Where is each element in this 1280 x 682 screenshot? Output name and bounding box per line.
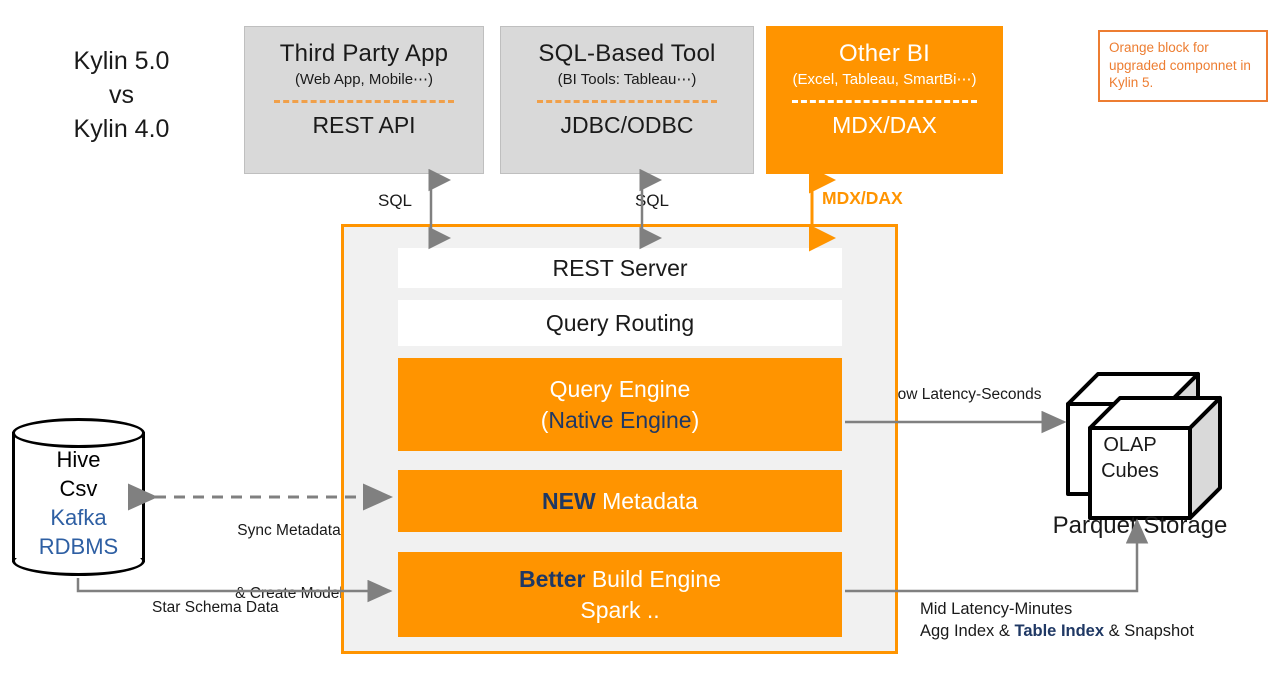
build-engine-line-1: Better Build Engine (519, 564, 721, 595)
source-csv: Csv (59, 476, 98, 501)
client-api-label: REST API (312, 112, 416, 138)
layer-query-routing[interactable]: Query Routing (398, 300, 842, 346)
legend-note: Orange block for upgraded componnet in K… (1098, 30, 1268, 102)
client-api-label: JDBC/ODBC (560, 112, 694, 138)
client-box-third-party-app[interactable]: Third Party App (Web App, Mobile⋯) REST … (244, 26, 484, 174)
build-engine-highlight: Better (518, 565, 586, 592)
edge-label-low-latency: Low Latency-Seconds (889, 386, 1042, 403)
data-source-cylinder[interactable]: Hive Csv Kafka RDBMS (12, 418, 145, 576)
metadata-label: Metadata (595, 487, 698, 514)
source-hive: Hive (56, 447, 101, 472)
cylinder-body (12, 432, 145, 562)
parquet-storage-cubes[interactable] (1050, 366, 1240, 536)
edge-label-sql-left: SQL (378, 191, 413, 210)
source-rdbms: RDBMS (38, 534, 119, 559)
divider (274, 100, 454, 103)
layer-query-engine[interactable]: Query Engine (Native Engine) (398, 358, 842, 451)
client-subtitle: (BI Tools: Tableau⋯) (557, 71, 697, 88)
paren-open: ( (540, 406, 549, 433)
page-title: Kylin 5.0 vs Kylin 4.0 (14, 44, 229, 146)
parquet-storage-caption: Parquet Storage (1052, 512, 1228, 539)
cube-line-1: OLAP (1103, 434, 1157, 456)
native-engine-highlight: Native Engine (548, 406, 692, 433)
edge-label-mid-latency: Mid Latency-Minutes Agg Index & Table In… (920, 598, 1194, 642)
client-subtitle: (Excel, Tableau, SmartBi⋯) (792, 71, 977, 88)
cube-icon (1066, 372, 1222, 520)
source-kafka: Kafka (50, 505, 107, 530)
layer-build-engine[interactable]: Better Build Engine Spark .. (398, 552, 842, 637)
cylinder-top (12, 418, 145, 448)
query-engine-line-1: Query Engine (549, 375, 691, 402)
build-engine-line-2: Spark .. (580, 596, 660, 623)
edge-label-star-schema: Star Schema Data (152, 599, 279, 616)
client-title: SQL-Based Tool (538, 40, 716, 67)
client-title: Third Party App (279, 40, 449, 67)
divider (537, 100, 717, 103)
edge-label-sql-middle: SQL (635, 191, 670, 210)
cube-line-2: Cubes (1101, 460, 1159, 482)
build-engine-label: Build Engine (585, 565, 721, 592)
layer-metadata[interactable]: NEW Metadata (398, 470, 842, 532)
paren-close: ) (691, 406, 700, 433)
client-box-sql-based-tool[interactable]: SQL-Based Tool (BI Tools: Tableau⋯) JDBC… (500, 26, 754, 174)
divider (792, 100, 977, 103)
mid-latency-prefix: Agg Index & (920, 622, 1015, 640)
client-title: Other BI (839, 40, 930, 67)
metadata-highlight: NEW (542, 487, 596, 514)
client-subtitle: (Web App, Mobile⋯) (294, 71, 434, 88)
title-line-1: Kylin 5.0 (73, 47, 170, 75)
data-source-labels: Hive Csv Kafka RDBMS (12, 445, 145, 561)
edge-label-mdx-dax: MDX/DAX (822, 188, 903, 208)
client-box-other-bi[interactable]: Other BI (Excel, Tableau, SmartBi⋯) MDX/… (766, 26, 1003, 174)
title-line-3: Kylin 4.0 (73, 115, 170, 143)
title-line-2: vs (109, 81, 134, 109)
mid-latency-line-2: Agg Index & Table Index & Snapshot (920, 620, 1194, 642)
sync-metadata-line-1: Sync Metadata (237, 522, 341, 539)
mid-latency-table-index: Table Index (1014, 622, 1105, 640)
layer-rest-server[interactable]: REST Server (398, 248, 842, 288)
mid-latency-line-1: Mid Latency-Minutes (920, 600, 1073, 618)
kylin-platform-container: REST Server Query Routing Query Engine (… (341, 224, 898, 654)
client-api-label: MDX/DAX (832, 112, 937, 138)
mid-latency-suffix: & Snapshot (1104, 622, 1194, 640)
query-engine-line-2: (Native Engine) (541, 405, 700, 436)
olap-cubes-label: OLAP Cubes (1075, 432, 1185, 484)
